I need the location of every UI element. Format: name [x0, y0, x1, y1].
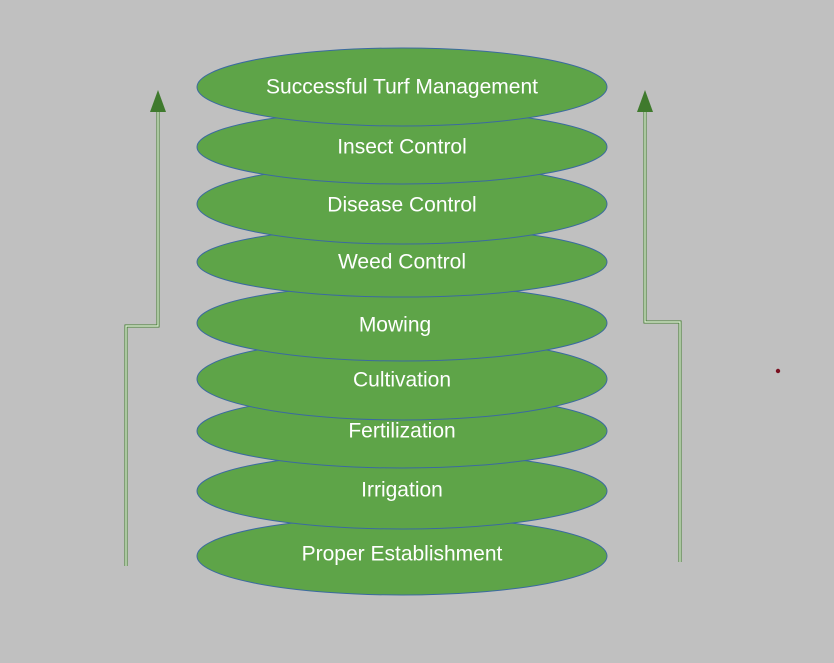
layer-label: Irrigation [361, 479, 443, 502]
layer-stack: Proper Establishment Irrigation Fertiliz… [196, 47, 608, 596]
layer-label: Fertilization [348, 420, 455, 443]
layer-proper-establishment: Proper Establishment [196, 516, 608, 596]
layer-label: Insect Control [337, 136, 467, 159]
layer-label: Mowing [359, 314, 431, 337]
right-up-arrow-icon [637, 90, 682, 562]
layer-label: Successful Turf Management [266, 76, 538, 99]
layer-label: Cultivation [353, 369, 451, 392]
layer-label: Weed Control [338, 251, 466, 274]
layer-mowing: Mowing [196, 284, 608, 362]
dot-icon [775, 368, 781, 374]
layer-irrigation: Irrigation [196, 452, 608, 530]
layer-successful-turf-management: Successful Turf Management [196, 47, 608, 127]
layer-insect-control: Insect Control [196, 109, 608, 185]
left-up-arrow-icon [124, 90, 166, 566]
layer-label: Disease Control [327, 194, 476, 217]
layer-label: Proper Establishment [302, 543, 503, 566]
layer-weed-control: Weed Control [196, 226, 608, 298]
